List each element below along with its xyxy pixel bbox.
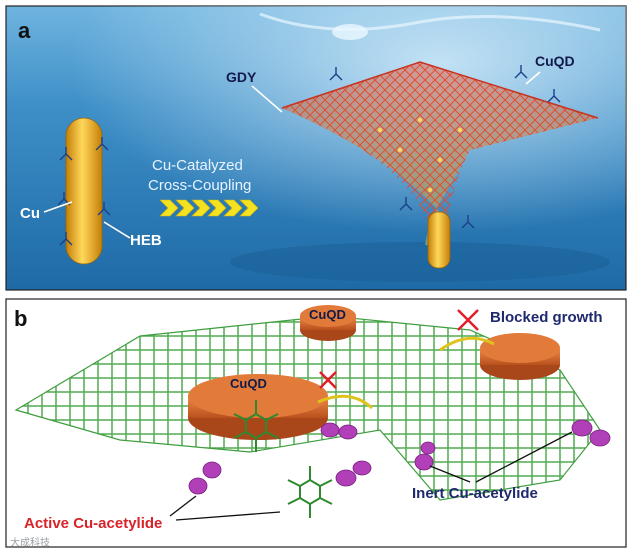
label-inert-acetylide: Inert Cu-acetylide xyxy=(412,485,538,502)
panel-b: b CuQD CuQD Blocked growth Active Cu-ace… xyxy=(6,299,626,549)
panel-b-letter: b xyxy=(14,306,27,331)
label-heb: HEB xyxy=(130,232,162,249)
label-cuqd-b-center: CuQD xyxy=(230,376,267,391)
label-blocked-growth: Blocked growth xyxy=(490,309,603,326)
watermark: 大成科技 xyxy=(10,536,50,549)
cuqd-disk-right xyxy=(480,333,560,380)
panel-a: a Cu HEB GDY CuQD Cu-Catalyzed Cross-Cou… xyxy=(6,6,626,290)
label-cuqd-a: CuQD xyxy=(535,53,575,69)
copper-nanowire xyxy=(66,118,102,264)
label-reaction-line2: Cross-Coupling xyxy=(148,177,251,194)
panel-a-letter: a xyxy=(18,18,31,43)
label-active-acetylide: Active Cu-acetylide xyxy=(24,515,162,532)
floor-shadow xyxy=(230,242,610,282)
label-cuqd-b-top: CuQD xyxy=(309,307,346,322)
nanowire-stub xyxy=(428,212,450,268)
label-gdy: GDY xyxy=(226,69,257,85)
water-drop xyxy=(332,24,368,40)
label-cu: Cu xyxy=(20,205,40,222)
label-reaction-line1: Cu-Catalyzed xyxy=(152,157,243,174)
